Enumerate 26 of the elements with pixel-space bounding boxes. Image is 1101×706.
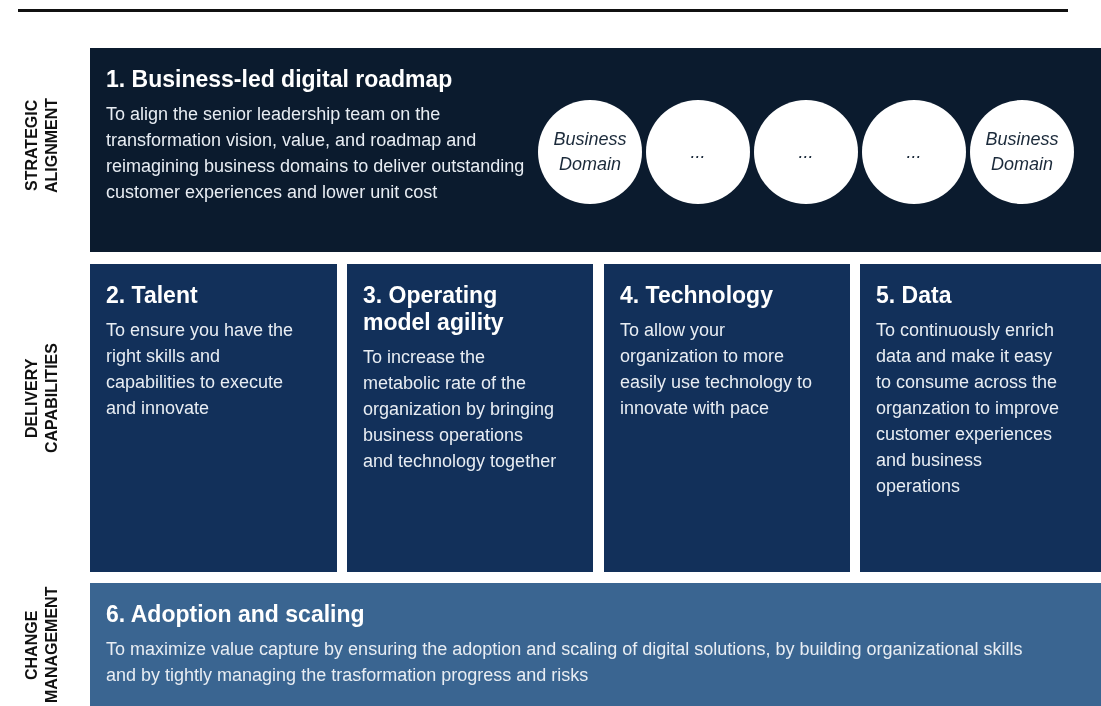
section-description: To continuously enrich data and make it easy to consume across the organzation to improve customer experiences and business operations	[876, 319, 1061, 498]
section-heading: 4. Technology	[620, 282, 774, 309]
capability-panel	[90, 264, 337, 572]
capability-panel	[860, 264, 1101, 572]
section-heading: 6. Adoption and scaling	[106, 601, 366, 628]
circle-label: Business Domain	[552, 128, 628, 176]
section-heading: 5. Data	[876, 282, 953, 309]
section-heading: 2. Talent	[106, 282, 199, 309]
row-label: DELIVERY CAPABILITIES	[22, 342, 61, 455]
section-heading: 3. Operating model agility	[363, 282, 505, 336]
circle-label: ...	[906, 140, 922, 164]
section-description: To increase the metabolic rate of the organization by bringing business operations and technology together	[363, 346, 558, 473]
circle-label: Business Domain	[984, 128, 1060, 176]
section-description: To allow your organization to more easily use technology to innovate with pace	[620, 319, 814, 420]
circle-label: ...	[690, 140, 706, 164]
capability-panel	[604, 264, 850, 572]
row-label: CHANGE MANAGEMENT	[22, 585, 61, 706]
section-heading: 1. Business-led digital roadmap	[106, 66, 454, 93]
section-description: To ensure you have the right skills and capabilities to execute and innovate	[106, 319, 295, 420]
capability-panel	[347, 264, 593, 572]
circle-label: ...	[798, 140, 814, 164]
section-description: To maximize value capture by ensuring the adoption and scaling of digital solutions, by building organizational skills and by tightly managing the trasformation progress and risks	[106, 638, 1024, 687]
row-label: STRATEGIC ALIGNMENT	[22, 96, 61, 195]
section-description: To align the senior leadership team on the transformation vision, value, and roadmap and reimagining business domains to deliver outstanding customer experiences and lower unit cost	[106, 103, 526, 204]
section-band	[90, 48, 1101, 252]
section-band	[90, 583, 1101, 706]
